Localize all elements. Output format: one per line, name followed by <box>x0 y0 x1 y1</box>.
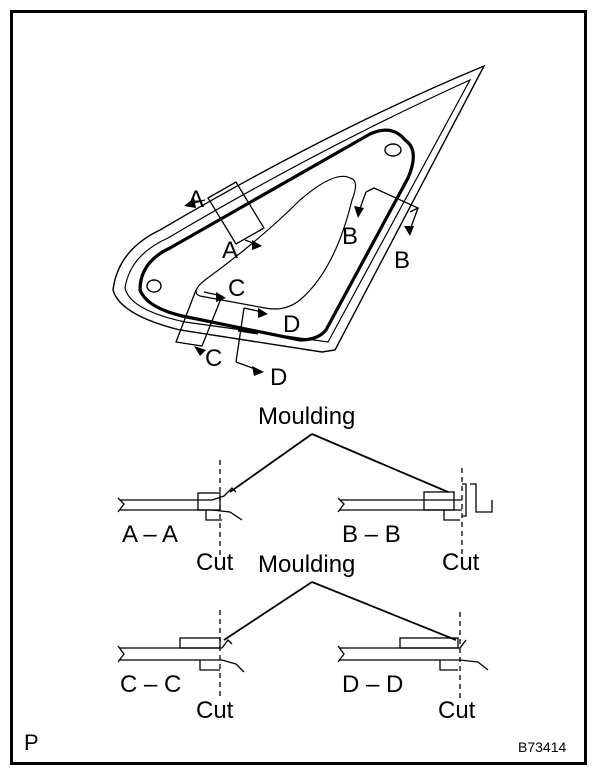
section-title-cc: C – C <box>120 671 181 698</box>
label-d-upper: D <box>283 311 300 338</box>
section-arrows <box>184 198 414 376</box>
label-c-upper: C <box>228 275 245 302</box>
diagram-frame <box>10 10 587 765</box>
section-view-bb <box>337 468 493 555</box>
cut-label-cc: Cut <box>196 697 234 724</box>
section-view-cc <box>117 610 245 700</box>
label-a-inner: A <box>222 237 238 264</box>
section-title-aa: A – A <box>122 521 178 548</box>
moulding-leader-top <box>229 433 449 493</box>
moulding-callout-bottom: Moulding <box>258 551 355 578</box>
moulding-callout-top: Moulding <box>258 403 355 430</box>
section-title-bb: B – B <box>342 521 401 548</box>
label-b-outer: B <box>394 247 410 274</box>
corner-letter: P <box>24 730 39 755</box>
cut-label-bb: Cut <box>442 549 480 576</box>
label-c-lower: C <box>205 345 222 372</box>
cut-label-dd: Cut <box>438 697 476 724</box>
section-view-aa <box>117 460 243 555</box>
label-d-lower: D <box>270 364 287 391</box>
section-title-dd: D – D <box>342 671 403 698</box>
figure-code: B73414 <box>518 739 566 755</box>
quarter-window-glass <box>112 64 486 353</box>
label-b-inner: B <box>342 223 358 250</box>
moulding-leader-bottom <box>223 581 457 641</box>
label-a-outer: A <box>188 186 204 213</box>
cut-label-aa: Cut <box>196 549 234 576</box>
section-view-dd <box>337 612 489 700</box>
